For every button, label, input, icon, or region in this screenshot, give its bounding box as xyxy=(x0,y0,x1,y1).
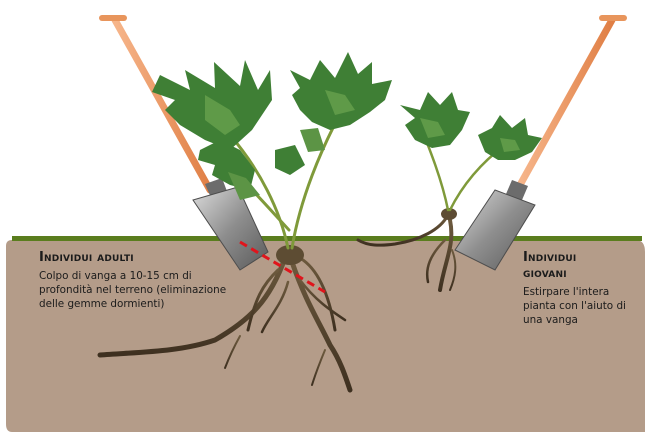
young-description: Estirpare l'intera pianta con l'aiuto di… xyxy=(523,285,643,327)
grass-line xyxy=(12,236,642,241)
young-title-line1: Individui xyxy=(523,250,643,266)
left-spade xyxy=(99,15,268,270)
young-label: Individui giovani Estirpare l'intera pia… xyxy=(523,250,643,327)
adult-label: Individui adulti Colpo di vanga a 10-15 … xyxy=(39,250,239,311)
adult-description: Colpo di vanga a 10-15 cm di profondità … xyxy=(39,269,239,311)
adult-title: Individui adulti xyxy=(39,250,239,266)
young-title-line2: giovani xyxy=(523,266,643,282)
right-spade xyxy=(455,15,627,270)
